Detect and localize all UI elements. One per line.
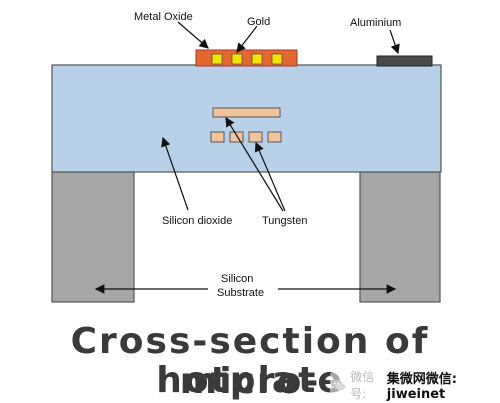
tungsten-pad-3 — [248, 131, 263, 143]
aluminium-contact — [376, 55, 433, 67]
silicon-label: Silicon — [221, 273, 253, 285]
substrate-right-leg — [359, 171, 441, 303]
substrate-label: Substrate — [217, 287, 264, 299]
tungsten-pad-2 — [229, 131, 244, 143]
metal-oxide-label: Metal Oxide — [134, 11, 193, 23]
silicon-dioxide-layer — [51, 64, 442, 173]
tungsten-pad-4 — [267, 131, 282, 143]
silicon-dioxide-leader — [161, 136, 189, 211]
diagram-title-line-2: hotplate — [156, 360, 344, 401]
gold-leader — [236, 25, 258, 53]
gold-electrode-3 — [251, 53, 263, 65]
watermark-faded-text: 微信号: — [350, 370, 375, 401]
tungsten-pad-1 — [210, 131, 225, 143]
gold-electrode-2 — [231, 53, 243, 65]
gold-electrode-1 — [211, 53, 223, 65]
diagram-title-line-1: Cross-section of micro- — [70, 321, 430, 402]
gold-label: Gold — [247, 16, 270, 28]
gold-electrode-4 — [271, 53, 283, 65]
wechat-icon — [330, 379, 346, 391]
aluminium-leader — [389, 29, 400, 55]
microhotplate-diagram: Metal Oxide Gold Aluminium Silicon dioxi… — [51, 11, 442, 303]
watermark-text: 集微网微信: jiweinet — [386, 372, 457, 402]
tungsten-bar — [212, 107, 281, 118]
silicon-dioxide-label: Silicon dioxide — [162, 215, 232, 227]
tungsten-leader-2 — [254, 141, 286, 212]
aluminium-label: Aluminium — [350, 17, 401, 29]
metal-oxide-leader — [177, 21, 209, 49]
watermark: 微信号: 集微网微信: jiweinet — [330, 370, 495, 402]
tungsten-leader-1 — [225, 116, 284, 212]
tungsten-label: Tungsten — [262, 215, 307, 227]
substrate-left-leg — [51, 171, 135, 303]
